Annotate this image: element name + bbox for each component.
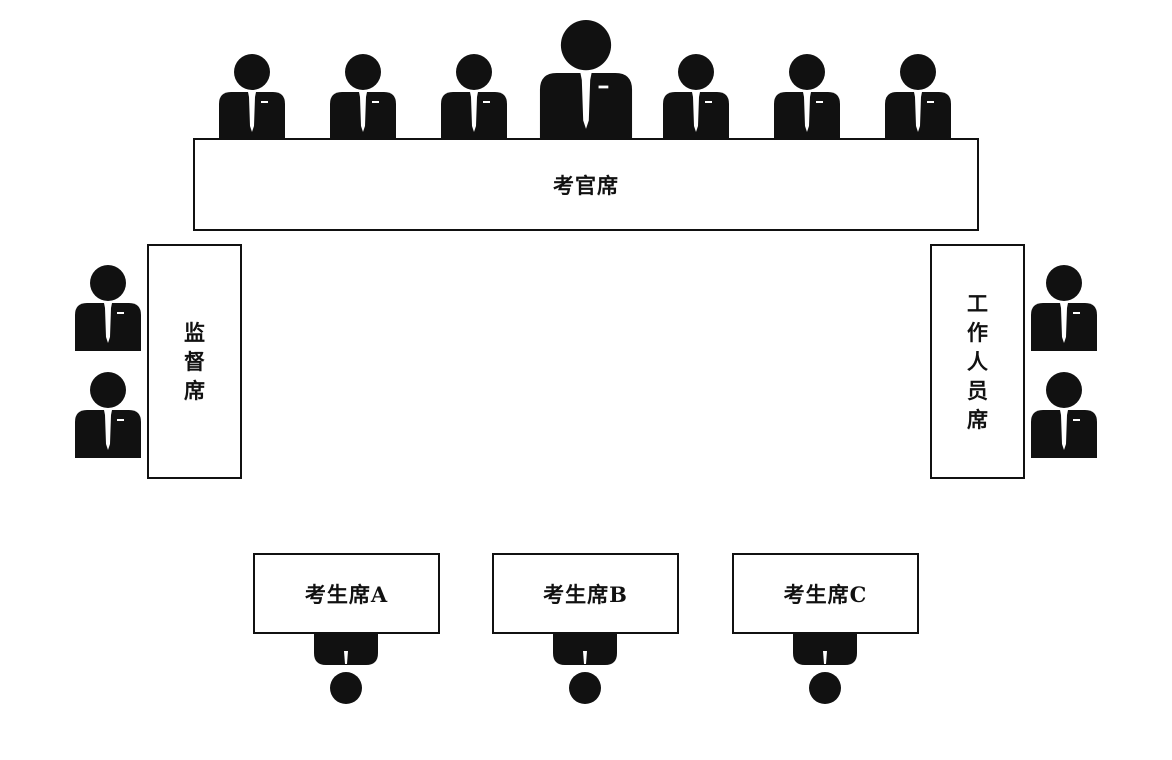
person-icon <box>441 54 507 140</box>
person-icon <box>885 54 951 140</box>
person-icon <box>539 20 633 140</box>
supervisor-figure <box>73 265 143 351</box>
staff-desk-char: 员 <box>967 378 988 403</box>
person-icon <box>774 54 840 140</box>
person-icon <box>75 265 141 351</box>
examiner-desk-label: 考官席 <box>553 172 619 198</box>
candidate-figure <box>313 633 379 705</box>
person-icon <box>330 54 396 140</box>
person-icon <box>1031 265 1097 351</box>
person-icon <box>75 372 141 458</box>
staff-desk: 工 作 人 员 席 <box>930 244 1025 479</box>
candidate-desk-label: 考生席C <box>783 581 868 607</box>
supervisor-desk: 监 督 席 <box>147 244 242 479</box>
person-icon <box>1031 372 1097 458</box>
candidate-figure <box>792 633 858 705</box>
person-back-icon <box>793 633 857 704</box>
candidate-desk-label: 考生席A <box>304 581 389 607</box>
staff-figure <box>1029 372 1099 458</box>
examiner-figure <box>661 54 731 140</box>
candidate-figure <box>552 633 618 705</box>
person-back-icon <box>314 633 378 704</box>
staff-desk-char: 席 <box>967 407 988 432</box>
staff-figure <box>1029 265 1099 351</box>
examiner-figure <box>328 54 398 140</box>
examiner-desk: 考官席 <box>193 138 979 231</box>
staff-desk-char: 作 <box>967 320 988 345</box>
candidate-desk-a: 考生席A <box>253 553 440 634</box>
examiner-figure <box>772 54 842 140</box>
candidate-desk-b: 考生席B <box>492 553 679 634</box>
chief-examiner-figure <box>536 20 636 140</box>
candidate-desk-c: 考生席C <box>732 553 919 634</box>
staff-desk-char: 人 <box>967 349 988 374</box>
supervisor-desk-char: 督 <box>184 349 205 374</box>
supervisor-desk-char: 监 <box>184 320 205 345</box>
examiner-figure <box>883 54 953 140</box>
examiner-figure <box>217 54 287 140</box>
candidate-desk-label: 考生席B <box>543 581 628 607</box>
supervisor-desk-char: 席 <box>184 378 205 403</box>
examiner-figure <box>439 54 509 140</box>
person-back-icon <box>553 633 617 704</box>
staff-desk-char: 工 <box>967 291 988 316</box>
person-icon <box>663 54 729 140</box>
supervisor-figure <box>73 372 143 458</box>
person-icon <box>219 54 285 140</box>
